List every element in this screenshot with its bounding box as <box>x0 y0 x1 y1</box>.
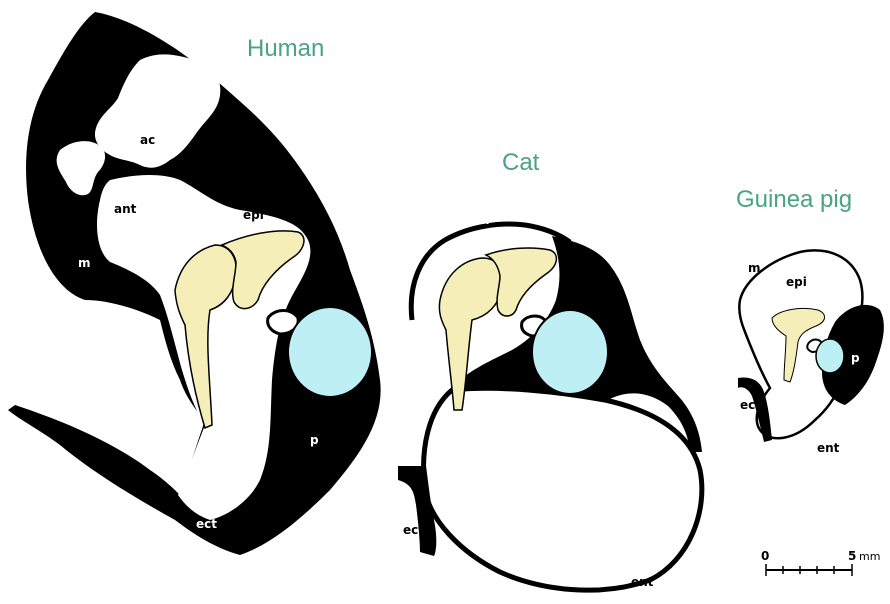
scale-bar-start: 0 <box>761 549 769 563</box>
cat-hypotympanum <box>424 388 702 590</box>
label-cat-ect: ect <box>403 523 424 537</box>
guinea-pig-diagram <box>738 250 884 442</box>
title-human: Human <box>247 35 324 62</box>
label-human-ac: ac <box>140 133 155 147</box>
label-cat-ent: ent <box>631 575 654 589</box>
scale-bar: 0 5 mm <box>761 549 880 576</box>
label-human-ect: ect <box>196 517 217 531</box>
label-human-m: m <box>78 256 91 270</box>
title-cat: Cat <box>502 149 540 176</box>
title-guinea-pig: Guinea pig <box>736 186 852 213</box>
label-gp-ect: ect <box>740 398 761 412</box>
scale-bar-unit: mm <box>859 550 880 563</box>
cat-diagram <box>398 224 702 590</box>
label-gp-ent: ent <box>817 441 840 455</box>
label-cat-p: p <box>601 399 610 413</box>
gp-tympanic-membrane <box>816 339 844 373</box>
label-gp-m: m <box>748 261 761 275</box>
label-cat-m: m <box>477 213 490 227</box>
label-human-epi: epi <box>243 208 264 222</box>
cat-tympanic-membrane <box>532 310 608 394</box>
label-gp-epi: epi <box>786 275 807 289</box>
label-gp-p: p <box>851 351 860 365</box>
label-human-ant: ant <box>114 202 137 216</box>
human-tympanic-membrane <box>288 307 372 397</box>
human-diagram <box>8 12 381 555</box>
scale-bar-end: 5 <box>848 549 856 563</box>
label-human-p: p <box>310 433 319 447</box>
